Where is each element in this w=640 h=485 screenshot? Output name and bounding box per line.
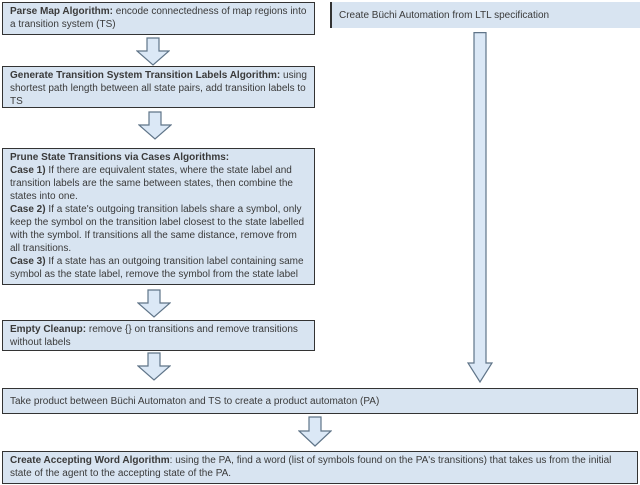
arrow-down-icon bbox=[298, 416, 332, 447]
empty-cleanup-title: Empty Cleanup: bbox=[10, 324, 87, 335]
long-arrow-down-icon bbox=[467, 32, 493, 383]
arrow-down-icon bbox=[136, 37, 170, 66]
prune-case-1: Case 1) If there are equivalent states, … bbox=[10, 165, 293, 202]
generate-labels-title: Generate Transition System Transition La… bbox=[10, 70, 281, 81]
buchi-text: Create Büchi Automation from LTL specifi… bbox=[339, 9, 550, 21]
arrow-down-icon bbox=[138, 111, 172, 140]
accepting-word-box: Create Accepting Word Algorithm: using t… bbox=[2, 451, 638, 484]
arrow-down-icon bbox=[137, 289, 171, 318]
prune-box: Prune State Transitions via Cases Algori… bbox=[2, 148, 315, 285]
generate-labels-text: using shortest path length between all s… bbox=[10, 70, 307, 107]
arrow-down-icon bbox=[137, 352, 171, 381]
product-box: Take product between Büchi Automaton and… bbox=[2, 388, 638, 414]
parse-map-title: Parse Map Algorithm: bbox=[10, 6, 113, 17]
accepting-word-text: : using the PA, find a word (list of sym… bbox=[10, 455, 612, 479]
buchi-box: Create Büchi Automation from LTL specifi… bbox=[330, 2, 640, 28]
parse-map-text: encode connectedness of map regions into… bbox=[10, 6, 307, 30]
generate-labels-box: Generate Transition System Transition La… bbox=[2, 66, 315, 108]
parse-map-box: Parse Map Algorithm: encode connectednes… bbox=[2, 2, 315, 35]
empty-cleanup-box: Empty Cleanup: remove {} on transitions … bbox=[2, 320, 315, 351]
prune-title: Prune State Transitions via Cases Algori… bbox=[10, 152, 230, 163]
accepting-word-title: Create Accepting Word Algorithm bbox=[10, 455, 170, 466]
product-text: Take product between Büchi Automaton and… bbox=[10, 395, 380, 407]
empty-cleanup-text: remove {} on transitions and remove tran… bbox=[10, 324, 298, 348]
prune-case-3: Case 3) If a state has an outgoing trans… bbox=[10, 256, 304, 280]
prune-case-2: Case 2) If a state's outgoing transition… bbox=[10, 204, 305, 254]
